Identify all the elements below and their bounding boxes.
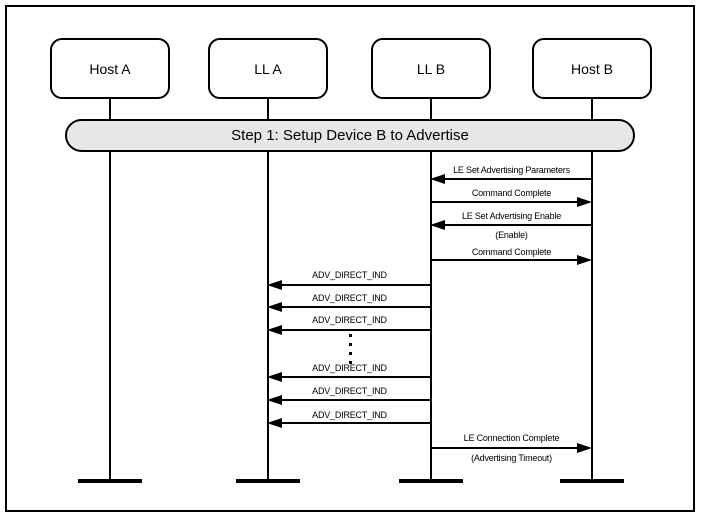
participant-box-host-a: Host A: [50, 38, 170, 99]
lifeline-host-b: [591, 99, 593, 481]
participant-box-ll-a: LL A: [208, 38, 328, 99]
message-line: [281, 284, 431, 286]
message-label: ADV_DIRECT_IND: [312, 315, 387, 325]
arrowhead-left-icon: [430, 174, 445, 184]
lifeline-end-host-a: [78, 479, 142, 483]
lifeline-end-ll-b: [399, 479, 463, 483]
participant-label: Host A: [89, 60, 131, 77]
participant-label: LL A: [254, 60, 282, 77]
participant-label: LL B: [416, 60, 446, 77]
lifeline-ll-a: [267, 99, 269, 481]
message-label: Command Complete: [471, 188, 552, 198]
message-line: [281, 422, 431, 424]
message-line: [281, 329, 431, 331]
message-line: [431, 259, 577, 261]
message-line: [444, 178, 592, 180]
arrowhead-right-icon: [577, 255, 592, 265]
message-label: ADV_DIRECT_IND: [312, 270, 387, 280]
arrowhead-left-icon: [267, 325, 282, 335]
arrowhead-left-icon: [267, 302, 282, 312]
participant-box-ll-b: LL B: [371, 38, 491, 99]
message-label: LE Connection Complete: [463, 433, 560, 443]
diagram-border: [5, 5, 695, 512]
participant-box-host-b: Host B: [532, 38, 652, 99]
message-line: [431, 447, 577, 449]
message-sublabel: (Enable): [495, 230, 528, 240]
message-label: LE Set Advertising Parameters: [453, 165, 570, 175]
arrowhead-right-icon: [577, 443, 592, 453]
message-label: ADV_DIRECT_IND: [312, 386, 387, 396]
message-line: [281, 376, 431, 378]
message-label: ADV_DIRECT_IND: [312, 293, 387, 303]
message-sublabel: (Advertising Timeout): [471, 453, 552, 463]
arrowhead-left-icon: [267, 418, 282, 428]
lifeline-ll-b: [430, 99, 432, 481]
lifeline-host-a: [109, 99, 111, 481]
arrowhead-right-icon: [577, 197, 592, 207]
arrowhead-left-icon: [430, 220, 445, 230]
message-label: LE Set Advertising Enable: [461, 211, 562, 221]
participant-label: Host B: [570, 60, 613, 77]
step-banner-label: Step 1: Setup Device B to Advertise: [231, 127, 469, 144]
message-label: ADV_DIRECT_IND: [312, 410, 387, 420]
arrowhead-left-icon: [267, 395, 282, 405]
message-line: [281, 399, 431, 401]
message-label: Command Complete: [471, 247, 552, 257]
arrowhead-left-icon: [267, 372, 282, 382]
message-line: [444, 224, 592, 226]
message-label: ADV_DIRECT_IND: [312, 363, 387, 373]
step-banner: Step 1: Setup Device B to Advertise: [65, 119, 635, 152]
lifeline-end-ll-a: [236, 479, 300, 483]
lifeline-end-host-b: [560, 479, 624, 483]
message-line: [431, 201, 577, 203]
message-line: [281, 306, 431, 308]
arrowhead-left-icon: [267, 280, 282, 290]
